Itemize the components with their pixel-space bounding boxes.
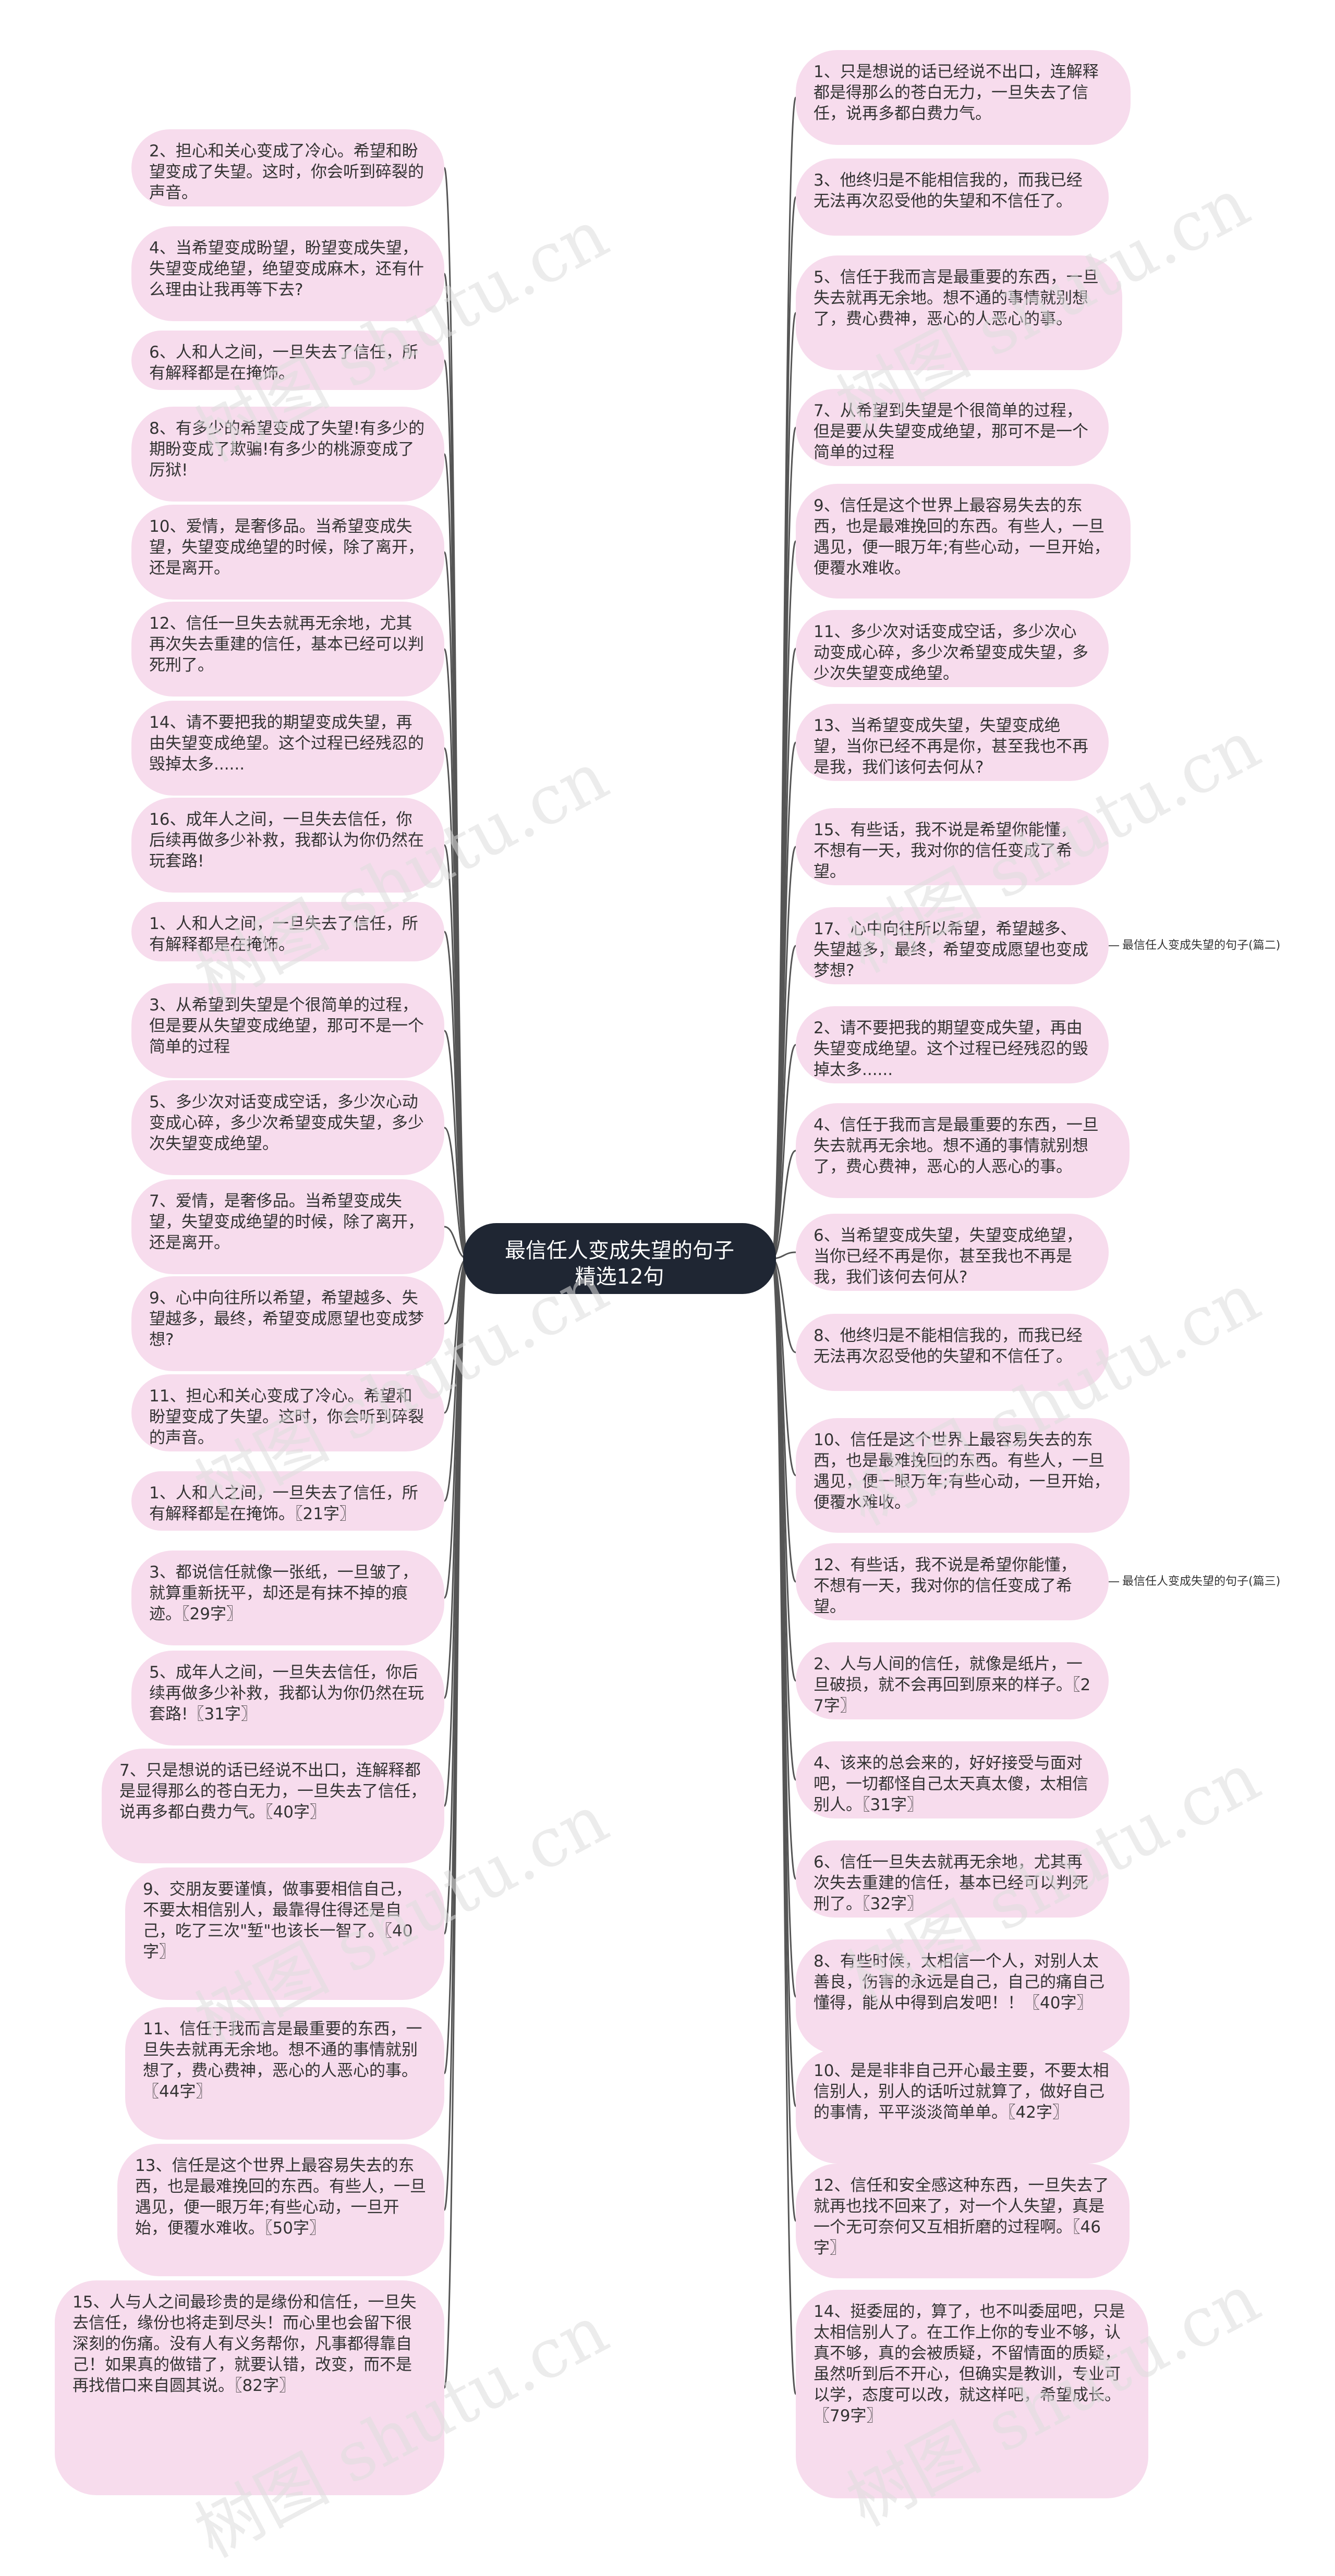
edge-left-20 — [443, 1258, 468, 2211]
left-node[interactable]: 11、信任于我而言是最重要的东西，一旦失去就再无余地。想不通的事情就别想了，费心… — [125, 2007, 444, 2140]
left-node[interactable]: 2、担心和关心变成了冷心。希望和盼望变成了失望。这时，你会听到碎裂的声音。 — [131, 129, 444, 206]
right-node[interactable]: 8、他终归是不能相信我的，而我已经无法再次忍受他的失望和不信任了。 — [796, 1314, 1109, 1391]
left-node[interactable]: 1、人和人之间，一旦失去了信任，所有解释都是在掩饰。 — [131, 902, 444, 961]
right-node[interactable]: 14、挺委屈的，算了，也不叫委屈吧，只是太相信别人了。在工作上你的专业不够，认真… — [796, 2290, 1148, 2498]
left-node[interactable]: 10、爱情，是奢侈品。当希望变成失望，失望变成绝望的时候，除了离开，还是离开。 — [131, 505, 444, 600]
right-node[interactable]: 1、只是想说的话已经说不出口，连解释都是得那么的苍白无力，一旦失去了信任，说再多… — [796, 50, 1131, 145]
right-node[interactable]: 2、请不要把我的期望变成失望，再由失望变成绝望。这个过程已经残忍的毁掉太多...… — [796, 1006, 1109, 1083]
left-node[interactable]: 14、请不要把我的期望变成失望，再由失望变成绝望。这个过程已经残忍的毁掉太多..… — [131, 701, 444, 796]
left-node[interactable]: 7、只是想说的话已经说不出口，连解释都是显得那么的苍白无力，一旦失去了信任，说再… — [102, 1749, 444, 1863]
right-node[interactable]: 2、人与人间的信任，就像是纸片，一旦破损，就不会再回到原来的样子。〖27字〗 — [796, 1642, 1109, 1719]
left-node[interactable]: 5、成年人之间，一旦失去信任，你后续再做多少补救，我都认为你仍然在玩套路!〖31… — [131, 1651, 444, 1745]
right-node[interactable]: 6、信任一旦失去就再无余地，尤其再次失去重建的信任，基本已经可以判死刑了。〖32… — [796, 1840, 1109, 1918]
right-node[interactable]: 10、信任是这个世界上最容易失去的东西，也是最难挽回的东西。有些人，一旦遇见，便… — [796, 1418, 1130, 1533]
branch-label[interactable]: 最信任人变成失望的句子(篇二) — [1122, 939, 1281, 952]
left-node[interactable]: 4、当希望变成盼望，盼望变成失望，失望变成绝望，绝望变成麻木，还有什么理由让我再… — [131, 226, 444, 321]
left-node[interactable]: 1、人和人之间，一旦失去了信任，所有解释都是在掩饰。〖21字〗 — [131, 1471, 444, 1531]
left-node[interactable]: 13、信任是这个世界上最容易失去的东西，也是最难挽回的东西。有些人，一旦遇见，便… — [117, 2144, 444, 2276]
left-node[interactable]: 7、爱情，是奢侈品。当希望变成失望，失望变成绝望的时候，除了离开，还是离开。 — [131, 1179, 444, 1274]
edge-left-21 — [443, 1258, 468, 2389]
edge-right-21 — [771, 1258, 797, 2395]
branch-label[interactable]: 最信任人变成失望的句子(篇三) — [1122, 1575, 1281, 1588]
left-node[interactable]: 6、人和人之间，一旦失去了信任，所有解释都是在掩饰。 — [131, 331, 444, 390]
left-node[interactable]: 5、多少次对话变成空话，多少次心动变成心碎，多少次希望变成失望，多少次失望变成绝… — [131, 1080, 444, 1175]
edge-layer — [443, 96, 1119, 2395]
right-node[interactable]: 8、有些时候，太相信一个人，对别人太善良，伤害的永远是自己，自己的痛自己懂得，能… — [796, 1939, 1130, 2054]
right-node[interactable]: 12、信任和安全感这种东西，一旦失去了就再也找不回来了，对一个人失望，真是一个无… — [796, 2164, 1130, 2278]
right-node[interactable]: 15、有些话，我不说是希望你能懂，不想有一天，我对你的信任变成了希望。 — [796, 808, 1109, 885]
right-node[interactable]: 11、多少次对话变成空话，多少次心动变成心碎，多少次希望变成失望，多少次失望变成… — [796, 610, 1109, 687]
right-node[interactable]: 5、信任于我而言是最重要的东西，一旦失去就再无余地。想不通的事情就别想了，费心费… — [796, 255, 1122, 370]
right-node[interactable]: 17、心中向往所以希望，希望越多、失望越多，最终，希望变成愿望也变成梦想? — [796, 907, 1109, 984]
left-node[interactable]: 16、成年人之间，一旦失去信任，你后续再做多少补救，我都认为你仍然在玩套路! — [131, 798, 444, 893]
edge-left-8 — [443, 931, 468, 1260]
right-node[interactable]: 6、当希望变成失望，失望变成绝望，当你已经不再是你，甚至我也不再是我，我们该何去… — [796, 1214, 1109, 1291]
right-node[interactable]: 7、从希望到失望是个很简单的过程，但是要从失望变成绝望，那可不是一个简单的过程 — [796, 389, 1109, 466]
left-node[interactable]: 3、从希望到失望是个很简单的过程，但是要从失望变成绝望，那可不是一个简单的过程 — [131, 983, 444, 1078]
right-node[interactable]: 9、信任是这个世界上最容易失去的东西，也是最难挽回的东西。有些人，一旦遇见，便一… — [796, 484, 1131, 599]
left-node[interactable]: 15、人与人之间最珍贵的是缘份和信任，一旦失去信任，缘份也将走到尽头！而心里也会… — [55, 2280, 444, 2495]
left-node[interactable]: 12、信任一旦失去就再无余地，尤其再次失去重建的信任，基本已经可以判死刑了。 — [131, 602, 444, 697]
right-node[interactable]: 4、该来的总会来的，好好接受与面对吧，一切都怪自己太天真太傻，太相信别人。〖31… — [796, 1741, 1109, 1818]
left-node[interactable]: 11、担心和关心变成了冷心。希望和盼望变成了失望。这时，你会听到碎裂的声音。 — [131, 1374, 444, 1451]
left-node[interactable]: 8、有多少的希望变成了失望!有多少的期盼变成了欺骗!有多少的桃源变成了厉狱! — [131, 407, 444, 502]
right-node[interactable]: 12、有些话，我不说是希望你能懂，不想有一天，我对你的信任变成了希望。 — [796, 1543, 1109, 1620]
edge-left-9 — [443, 1030, 468, 1260]
left-node[interactable]: 3、都说信任就像一张纸，一旦皱了，就算重新抚平，却还是有抹不掉的痕迹。〖29字〗 — [131, 1551, 444, 1645]
left-node[interactable]: 9、心中向往所以希望，希望越多、失望越多，最终，希望变成愿望也变成梦想? — [131, 1276, 444, 1371]
edge-right-3 — [771, 426, 797, 1260]
right-node[interactable]: 3、他终归是不能相信我的，而我已经无法再次忍受他的失望和不信任了。 — [796, 158, 1109, 236]
right-node[interactable]: 4、信任于我而言是最重要的东西，一旦失去就再无余地。想不通的事情就别想了，费心费… — [796, 1103, 1130, 1198]
edge-right-9 — [771, 1044, 797, 1260]
right-node[interactable]: 13、当希望变成失望，失望变成绝望，当你已经不再是你，甚至我也不再是我，我们该何… — [796, 704, 1109, 781]
mindmap-canvas: 2、担心和关心变成了冷心。希望和盼望变成了失望。这时，你会听到碎裂的声音。 4、当… — [55, 50, 1281, 2573]
right-node[interactable]: 10、是是非非自己开心最主要，不要太相信别人，别人的话听过就算了，做好自己的事情… — [796, 2049, 1130, 2164]
left-node[interactable]: 9、交朋友要谨慎，做事要相信自己，不要太相信别人，最靠得住得还是自己，吃了三次"… — [125, 1867, 444, 2000]
root-topic[interactable]: 最信任人变成失望的句子 精选12句 — [463, 1223, 776, 1294]
edge-right-8 — [771, 945, 797, 1260]
